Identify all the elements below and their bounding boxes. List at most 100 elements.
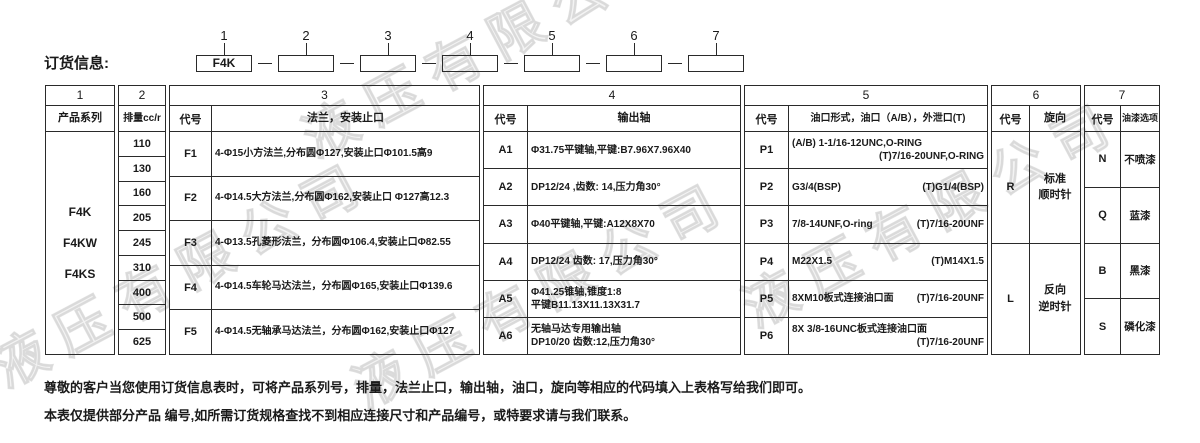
port-row: P1 (A/B) 1-1/16-12UNC,O-RING(T)7/16-20UN… (745, 132, 987, 170)
rotation-header: 旋向 (1044, 112, 1066, 125)
code-header: 代号 (484, 106, 528, 131)
port-main: 8X 3/8-16UNC板式连接油口面 (792, 323, 928, 335)
shaft-code: A4 (484, 243, 528, 280)
flange-desc: 4-Φ15小方法兰,分布圆Φ127,安装止口Φ101.5高9 (215, 147, 433, 159)
paint-code: S (1085, 299, 1121, 354)
flange-row: F2 4-Φ14.5大方法兰,分布圆Φ162,安装止口 Φ127高12.3 (170, 176, 479, 222)
paint-code: N (1085, 132, 1121, 187)
port-code: P3 (745, 206, 789, 243)
slot-number-3: 3 (384, 28, 392, 43)
shaft-desc-line: DP12/24 ,齿数: 14,压力角30° (531, 181, 661, 193)
flange-desc: 4-Φ14.5大方法兰,分布圆Φ162,安装止口 Φ127高12.3 (215, 192, 450, 204)
code-header: 代号 (745, 106, 789, 131)
tick-line (634, 43, 635, 55)
paint-header: 油漆选项 (1121, 112, 1158, 123)
order-code-box-4 (442, 55, 498, 72)
order-code-box-2 (278, 55, 334, 72)
code-header: 代号 (170, 106, 212, 131)
dash (258, 63, 272, 64)
flange-desc: 4-Φ14.5无轴承马达法兰，分布圆Φ162,安装止口Φ127 (215, 325, 455, 337)
rotation-label-line: 标准 (1044, 172, 1066, 185)
order-code-box-5 (524, 55, 580, 72)
group-number: 6 (992, 86, 1080, 106)
group-flange: 3 代号 法兰，安装止口 F1 4-Φ15小方法兰,分布圆Φ127,安装止口Φ1… (169, 85, 480, 355)
shaft-desc-line: DP12/24 齿数: 17,压力角30° (531, 256, 658, 268)
shaft-desc-line: DP10/20 齿数:12,压力角30° (531, 336, 656, 348)
paint-row: N 不喷漆 (1085, 132, 1159, 188)
paint-row: Q 蓝漆 (1085, 187, 1159, 244)
flange-desc: 4-Φ13.5孔菱形法兰，分布圆Φ106.4,安装止口Φ82.55 (215, 236, 451, 248)
port-row: P3 7/8-14UNF,O-ring(T)7/16-20UNF (745, 206, 987, 244)
displacement-value: 625 (132, 336, 152, 349)
group-number: 2 (119, 86, 165, 106)
port-main: G3/4(BSP) (792, 181, 841, 193)
paint-row: S 磷化漆 (1085, 299, 1159, 354)
flange-header: 法兰，安装止口 (307, 112, 384, 125)
port-row: P4 M22X1.5(T)M14X1.5 (745, 243, 987, 281)
rotation-label-line: 逆时针 (1038, 300, 1072, 313)
dash (586, 63, 600, 64)
displacement-value: 130 (119, 157, 165, 182)
rotation-row: L 反向逆时针 (992, 243, 1080, 355)
slot-number-6: 6 (630, 28, 638, 43)
shaft-row: A1 Φ31.75平键轴,平键:B7.96X7.96X40 (484, 132, 740, 170)
port-code: P5 (745, 280, 789, 317)
ordering-table: 1 产品系列 F4K F4KW F4KS 2 排量cc/r 110 130 16… (45, 85, 1160, 355)
slot-number-4: 4 (466, 28, 474, 43)
flange-code: F4 (170, 265, 212, 310)
paint-label: 不喷漆 (1124, 153, 1156, 166)
shaft-desc: DP12/24 齿数: 17,压力角30° (528, 244, 740, 280)
paint-label: 黑漆 (1129, 265, 1151, 278)
rotation-code: L (992, 243, 1030, 354)
dash (668, 63, 682, 64)
displacement-value: 310 (119, 256, 165, 281)
shaft-desc: DP12/24 ,齿数: 14,压力角30° (528, 169, 740, 205)
dash (422, 63, 436, 64)
series-item: F4KW (63, 236, 97, 250)
group-oil-ports: 5 代号 油口形式，油口（A/B），外泄口(T) P1 (A/B) 1-1/16… (744, 85, 988, 355)
paint-code: B (1085, 243, 1121, 299)
flange-row: F1 4-Φ15小方法兰,分布圆Φ127,安装止口Φ101.5高9 (170, 132, 479, 177)
flange-desc: 4-Φ14.5车轮马达法兰，分布圆Φ165,安装止口Φ139.6 (215, 281, 453, 293)
group-output-shaft: 4 代号 输出轴 A1 Φ31.75平键轴,平键:B7.96X7.96X40 A… (483, 85, 741, 355)
tick-line (552, 43, 553, 55)
flange-row: F4 4-Φ14.5车轮马达法兰，分布圆Φ165,安装止口Φ139.6 (170, 265, 479, 311)
displacement-value: 110 (119, 132, 165, 157)
shaft-desc-line: Φ31.75平键轴,平键:B7.96X7.96X40 (531, 144, 691, 156)
paint-code: Q (1085, 187, 1121, 243)
port-desc: 7/8-14UNF,O-ring(T)7/16-20UNF (789, 206, 987, 242)
shaft-desc-line: 无轴马达专用输出轴 (531, 323, 621, 335)
series-item: F4K (68, 205, 92, 219)
tick-line (470, 43, 471, 55)
order-code-box-6 (606, 55, 662, 72)
port-code: P6 (745, 317, 789, 355)
flange-code: F5 (170, 310, 212, 354)
port-desc: G3/4(BSP) (T)G1/4(BSP) (789, 169, 987, 205)
displacement-value: 500 (119, 305, 165, 331)
port-main: (A/B) 1-1/16-12UNC,O-RING (792, 138, 923, 150)
order-code-box-1: F4K (196, 55, 252, 72)
shaft-row: A3 Φ40平键轴,平键:A12X8X70 (484, 206, 740, 244)
paint-row: B 黑漆 (1085, 243, 1159, 300)
shaft-row: A2 DP12/24 ,齿数: 14,压力角30° (484, 169, 740, 207)
rotation-label: 反向逆时针 (1030, 244, 1080, 355)
dash (504, 63, 518, 64)
dash (340, 63, 354, 64)
series-list: F4K F4KW F4KS (46, 132, 114, 354)
group-displacement: 2 排量cc/r 110 130 160 205 245 310 400 500… (118, 85, 166, 355)
slot-number-2: 2 (302, 28, 310, 43)
footer-note-1: 尊敬的客户当您使用订货信息表时，可将产品系列号，排量，法兰止口，输出轴，油口，旋… (44, 380, 812, 395)
port-drain: (T)G1/4(BSP) (922, 181, 984, 193)
displacement-value: 400 (119, 281, 165, 306)
tick-line (716, 43, 717, 55)
shaft-desc-line: 平键B11.13X11.13X31.7 (531, 299, 640, 311)
port-row: P5 8XM10板式连接油口面(T)7/16-20UNF (745, 280, 987, 318)
group-number: 4 (484, 86, 740, 106)
rotation-label-line: 顺时针 (1038, 189, 1072, 202)
shaft-desc: Φ40平键轴,平键:A12X8X70 (528, 206, 740, 242)
paint-label: 蓝漆 (1129, 209, 1151, 222)
footer-note-2: 本表仅提供部分产品 编号,如所需订货规格查找不到相应连接尺寸和产品编号，或特要求… (44, 408, 637, 423)
